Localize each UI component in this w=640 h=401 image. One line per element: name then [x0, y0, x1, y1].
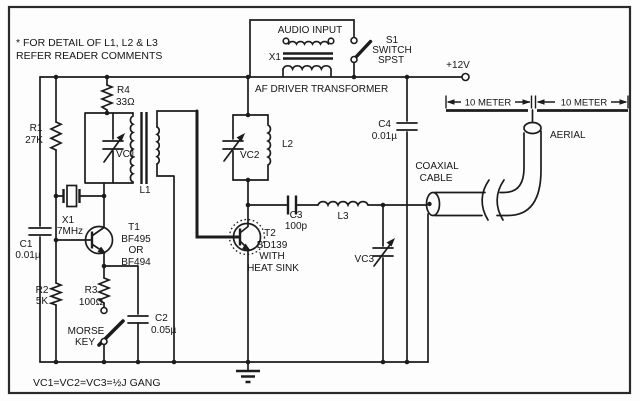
c3-ref: C3: [290, 210, 303, 221]
junction-dots: [53, 74, 410, 365]
aerial: AERIAL: [446, 109, 628, 141]
r2-value: 5K: [36, 296, 49, 307]
r4-value: 33Ω: [116, 97, 135, 108]
c4-ref: C4: [378, 119, 391, 130]
supply-rail: [28, 76, 463, 363]
t1-part2: BF494: [121, 257, 151, 268]
s1-ref: S1: [386, 35, 399, 46]
detail-note-line1: * FOR DETAIL OF L1, L2 & L3: [16, 37, 158, 49]
dimension-annotation: 10 METER 10 METER: [445, 95, 629, 109]
crystal-ref: X1: [62, 215, 75, 226]
r1-resistor: R1 27K: [25, 76, 64, 197]
coax-cable: COAXIAL CABLE: [415, 121, 542, 363]
t2-heat-sink-ring: [228, 218, 266, 256]
audio-input-label: AUDIO INPUT: [278, 25, 342, 36]
c3-capacitor: C3 100p: [247, 195, 319, 232]
c1-value: 0.01µ: [15, 250, 40, 261]
l1-ref: L1: [139, 185, 151, 196]
crystal-value: 7MHz: [57, 226, 83, 237]
t2-ref: T2: [264, 228, 276, 239]
c4-capacitor: C4 0.01µ: [372, 76, 418, 363]
l3-ref: L3: [337, 211, 349, 222]
dimension-left-label: 10 METER: [465, 98, 512, 109]
t2-heat-sink-label: HEAT SINK: [247, 263, 299, 274]
c2-capacitor: C2 0.05µ: [103, 265, 176, 363]
r1-ref: R1: [30, 123, 43, 134]
aerial-label: AERIAL: [550, 130, 586, 141]
l1-transformer: L1: [129, 110, 197, 363]
morse-key: MORSE KEY: [68, 306, 125, 363]
gang-note: VC1=VC2=VC3=½J GANG: [33, 377, 161, 389]
coax-label2: CABLE: [420, 173, 453, 184]
audio-input-transformer: AUDIO INPUT X1 AF DRIVER TRANSFORMER: [249, 19, 388, 95]
vc1-ref: VC1: [116, 149, 136, 160]
c1-capacitor: C1 0.01µ: [15, 239, 40, 261]
r4-ref: R4: [117, 85, 130, 96]
diagram-border: [7, 5, 632, 395]
x1-crystal: X1 7MHz: [55, 184, 105, 237]
vc2-ref: VC2: [240, 150, 260, 161]
t2-base-wire: [195, 109, 241, 239]
twelve-volt-terminal: +12V: [446, 60, 470, 82]
dimension-right-label: 10 METER: [561, 98, 608, 109]
t2-part: BD139: [257, 240, 288, 251]
l2-ref: L2: [282, 139, 294, 150]
s1-label2: SPST: [378, 55, 404, 66]
coax-label1: COAXIAL: [415, 161, 459, 172]
c1-ref: C1: [20, 239, 33, 250]
c2-ref: C2: [155, 313, 168, 324]
r2-ref: R2: [36, 285, 49, 296]
s1-switch: S1 SWITCH SPST: [350, 35, 412, 78]
morse-key-label2: KEY: [75, 337, 95, 348]
t1-part1: BF495: [121, 234, 151, 245]
t2-transistor: T2 BD139 WITH HEAT SINK: [228, 204, 299, 363]
c2-value: 0.05µ: [151, 325, 176, 336]
r3-ref: R3: [85, 285, 98, 296]
r3-resistor: R3 100Ω: [79, 277, 112, 308]
r1-value: 27K: [25, 135, 43, 146]
t1-ref: T1: [128, 222, 140, 233]
vc3-ref: VC3: [355, 254, 375, 265]
vc3-variable-capacitor: VC3: [355, 204, 395, 363]
t1-part-or: OR: [129, 245, 144, 256]
audio-transformer-ref: X1: [269, 52, 282, 63]
s1-label1: SWITCH: [372, 45, 411, 56]
twelve-volt-label: +12V: [446, 60, 470, 71]
l3-inductor: L3: [317, 200, 428, 222]
t2-with: WITH: [259, 251, 285, 262]
morse-key-label1: MORSE: [68, 326, 105, 337]
vc2-tank-circuit: VC2 L2: [222, 76, 294, 206]
ground-symbol: [236, 361, 260, 384]
af-driver-transformer-label: AF DRIVER TRANSFORMER: [255, 84, 388, 95]
c3-value: 100p: [285, 221, 308, 232]
c4-value: 0.01µ: [372, 131, 397, 142]
r3-value: 100Ω: [79, 297, 104, 308]
detail-note-line2: REFER READER COMMENTS: [16, 50, 162, 62]
